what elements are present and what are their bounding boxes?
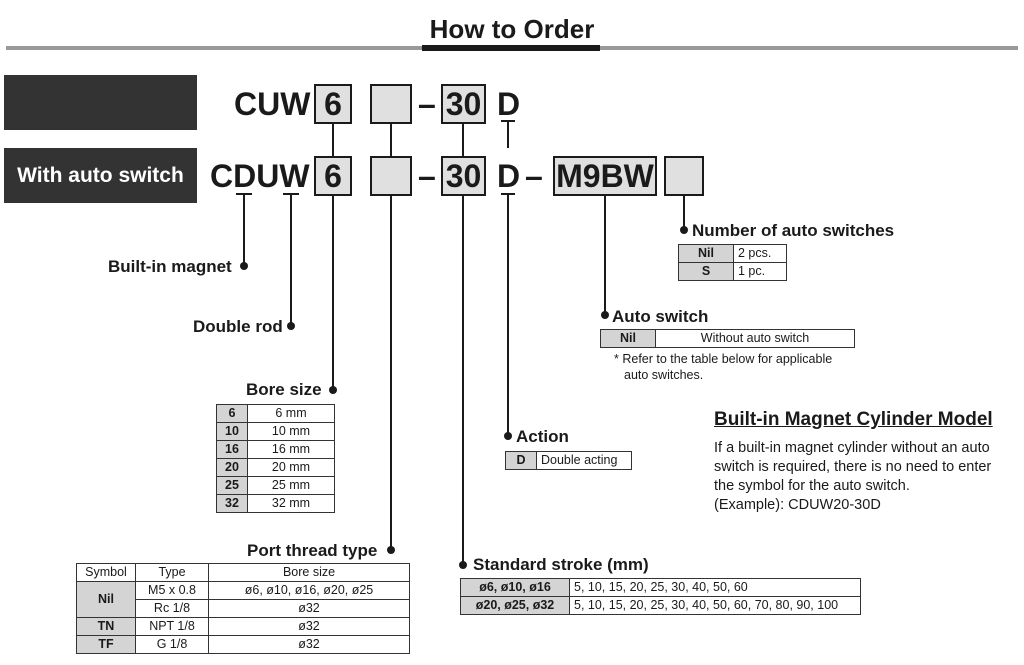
table-row: S 1 pc. bbox=[678, 262, 787, 281]
col-symbol: Symbol bbox=[76, 563, 136, 582]
page-title: How to Order bbox=[429, 14, 595, 44]
table-row: TN NPT 1/8 ø32 bbox=[76, 617, 410, 636]
table-row: ø6, ø10, ø16 5, 10, 15, 20, 25, 30, 40, … bbox=[460, 578, 861, 597]
label-standard-stroke: Standard stroke (mm) bbox=[473, 555, 649, 574]
row1-stroke-box: 30 bbox=[441, 84, 486, 124]
row2-port-box bbox=[370, 156, 412, 196]
num-switches-table: Nil 2 pcs. S 1 pc. bbox=[678, 244, 787, 281]
col-type: Type bbox=[135, 563, 209, 582]
col-bore-size: Bore size bbox=[208, 563, 410, 582]
model-text-line1: If a built-in magnet cylinder without an… bbox=[714, 440, 990, 456]
action-table: D Double acting bbox=[505, 451, 632, 470]
title-rule-accent bbox=[422, 45, 600, 51]
label-port-thread-type: Port thread type bbox=[247, 541, 378, 560]
table-row: D Double acting bbox=[505, 451, 632, 470]
model-text-line3: the symbol for the auto switch. bbox=[714, 478, 910, 494]
label-built-in-magnet: Built-in magnet bbox=[108, 257, 232, 276]
row1-prefix: CUW bbox=[234, 86, 311, 122]
row2-dash: – bbox=[418, 158, 436, 194]
row2-stroke-box: 30 bbox=[441, 156, 486, 196]
label-number-of-switches: Number of auto switches bbox=[692, 221, 895, 240]
row1-dash: – bbox=[418, 86, 436, 122]
row2-switch-box: M9BW bbox=[553, 156, 657, 196]
table-row: Nil 2 pcs. bbox=[678, 244, 787, 263]
table-row: ø20, ø25, ø32 5, 10, 15, 20, 25, 30, 40,… bbox=[460, 596, 861, 615]
row2-bore-box: 6 bbox=[314, 156, 352, 196]
label-bore-size: Bore size bbox=[246, 380, 322, 399]
model-text-line2: switch is required, there is no need to … bbox=[714, 459, 992, 475]
row1-bore-box: 6 bbox=[314, 84, 352, 124]
label-action: Action bbox=[516, 427, 569, 446]
table-row: TF G 1/8 ø32 bbox=[76, 635, 410, 654]
port-thread-table: Symbol Type Bore size Nil M5 x 0.8 ø6, ø… bbox=[76, 563, 410, 654]
label-double-rod: Double rod bbox=[193, 317, 283, 336]
model-text-line4: (Example): CDUW20-30D bbox=[714, 497, 881, 513]
table-header-row: Symbol Type Bore size bbox=[76, 563, 410, 582]
row2-action: D bbox=[497, 158, 521, 194]
auto-switch-tag: With auto switch bbox=[4, 148, 197, 203]
label-auto-switch: Auto switch bbox=[612, 307, 709, 326]
auto-switch-note-line1: * Refer to the table below for applicabl… bbox=[614, 352, 833, 366]
table-row: Nil M5 x 0.8 ø6, ø10, ø16, ø20, ø25 bbox=[76, 581, 410, 618]
row2-count-box bbox=[664, 156, 704, 196]
standard-stroke-table: ø6, ø10, ø16 5, 10, 15, 20, 25, 30, 40, … bbox=[460, 578, 861, 615]
row2-dash2: – bbox=[525, 158, 543, 194]
row1-port-box bbox=[370, 84, 412, 124]
auto-switch-table: Nil Without auto switch bbox=[600, 329, 855, 348]
row2-prefix: CDUW bbox=[210, 158, 310, 194]
table-row: Rc 1/8 ø32 bbox=[77, 599, 410, 618]
auto-switch-note-line2: auto switches. bbox=[624, 368, 704, 382]
row1-action: D bbox=[497, 86, 521, 122]
model-title: Built-in Magnet Cylinder Model bbox=[714, 409, 993, 430]
table-row: Nil Without auto switch bbox=[600, 329, 855, 348]
standard-model-tag bbox=[4, 75, 197, 130]
